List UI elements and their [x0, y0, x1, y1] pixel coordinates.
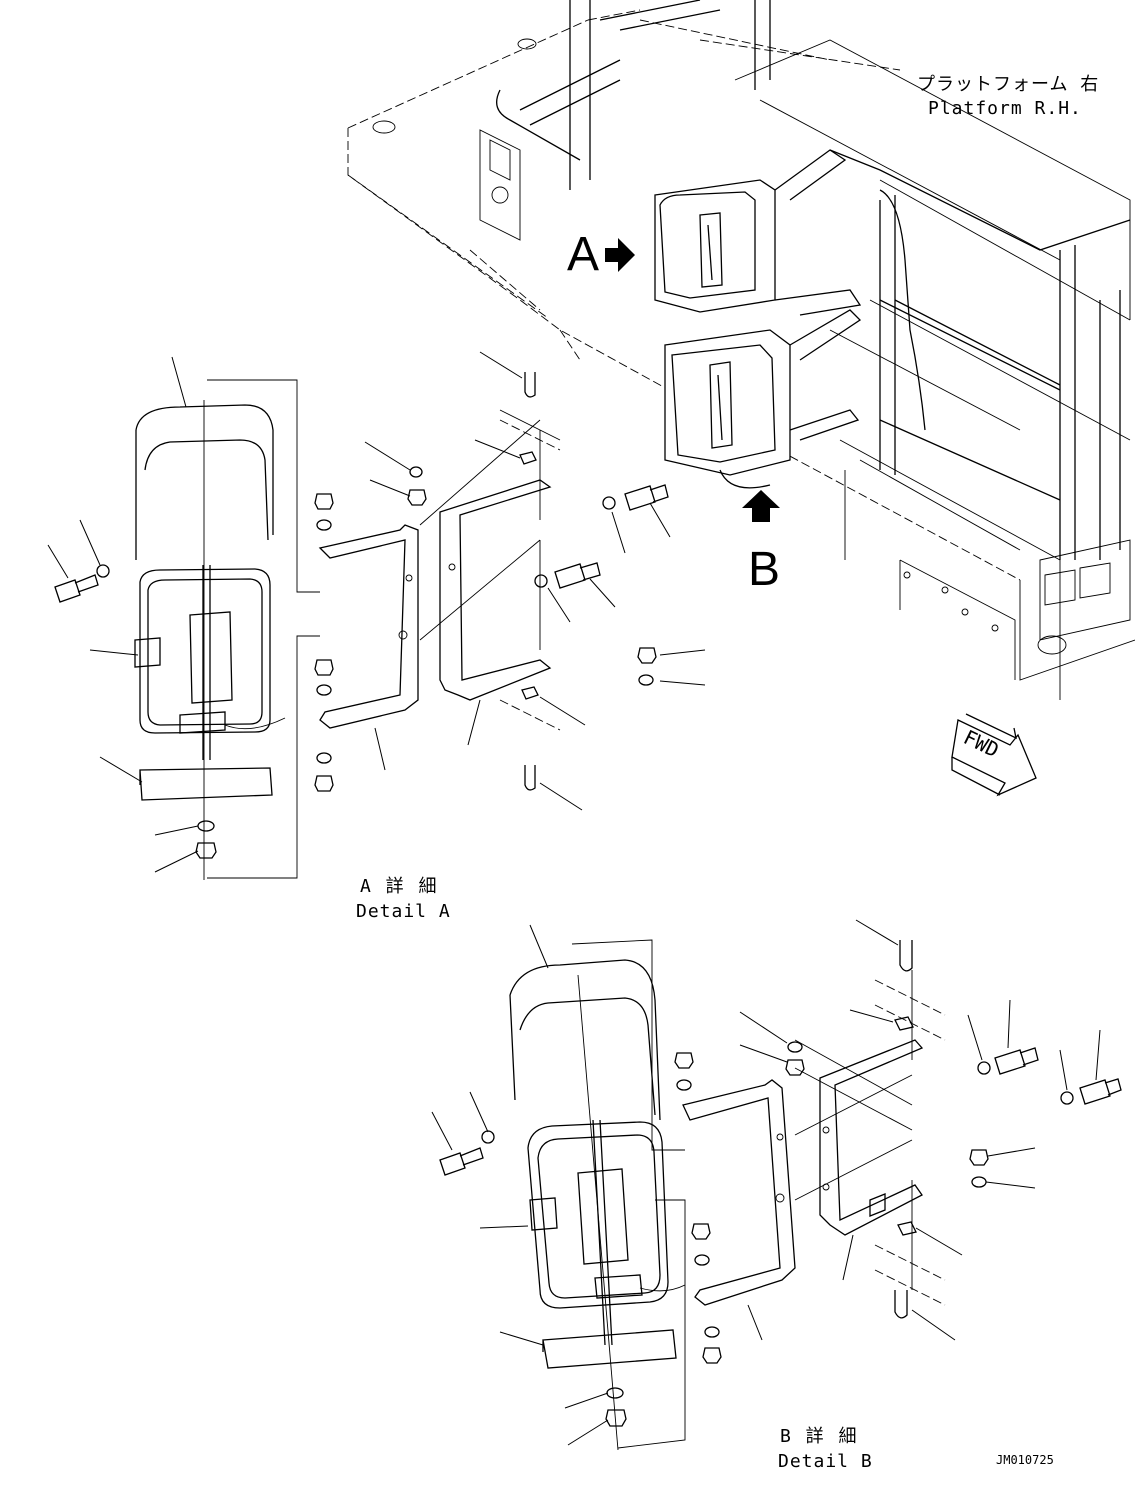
platform-label-jp: プラットフォーム 右	[917, 74, 1099, 95]
machine-overview	[347, 0, 1135, 700]
arrow-b-icon	[742, 490, 780, 522]
detail-a-exploded	[47, 351, 706, 880]
detail-a-label-jp: A 詳 細	[360, 876, 439, 897]
fwd-arrow-icon	[951, 713, 1037, 797]
drawing-id: JM010725	[996, 1453, 1054, 1467]
detail-b-label-en: Detail B	[778, 1451, 873, 1472]
view-b-label: B	[748, 543, 780, 596]
detail-b-label-jp: B 詳 細	[780, 1426, 859, 1447]
platform-label-en: Platform R.H.	[928, 98, 1082, 119]
fwd-label: FWD	[960, 725, 1003, 762]
view-a-label: A	[567, 228, 599, 281]
detail-b-exploded	[431, 919, 1122, 1451]
arrow-a-icon	[605, 238, 635, 272]
detail-a-label-en: Detail A	[356, 901, 451, 922]
